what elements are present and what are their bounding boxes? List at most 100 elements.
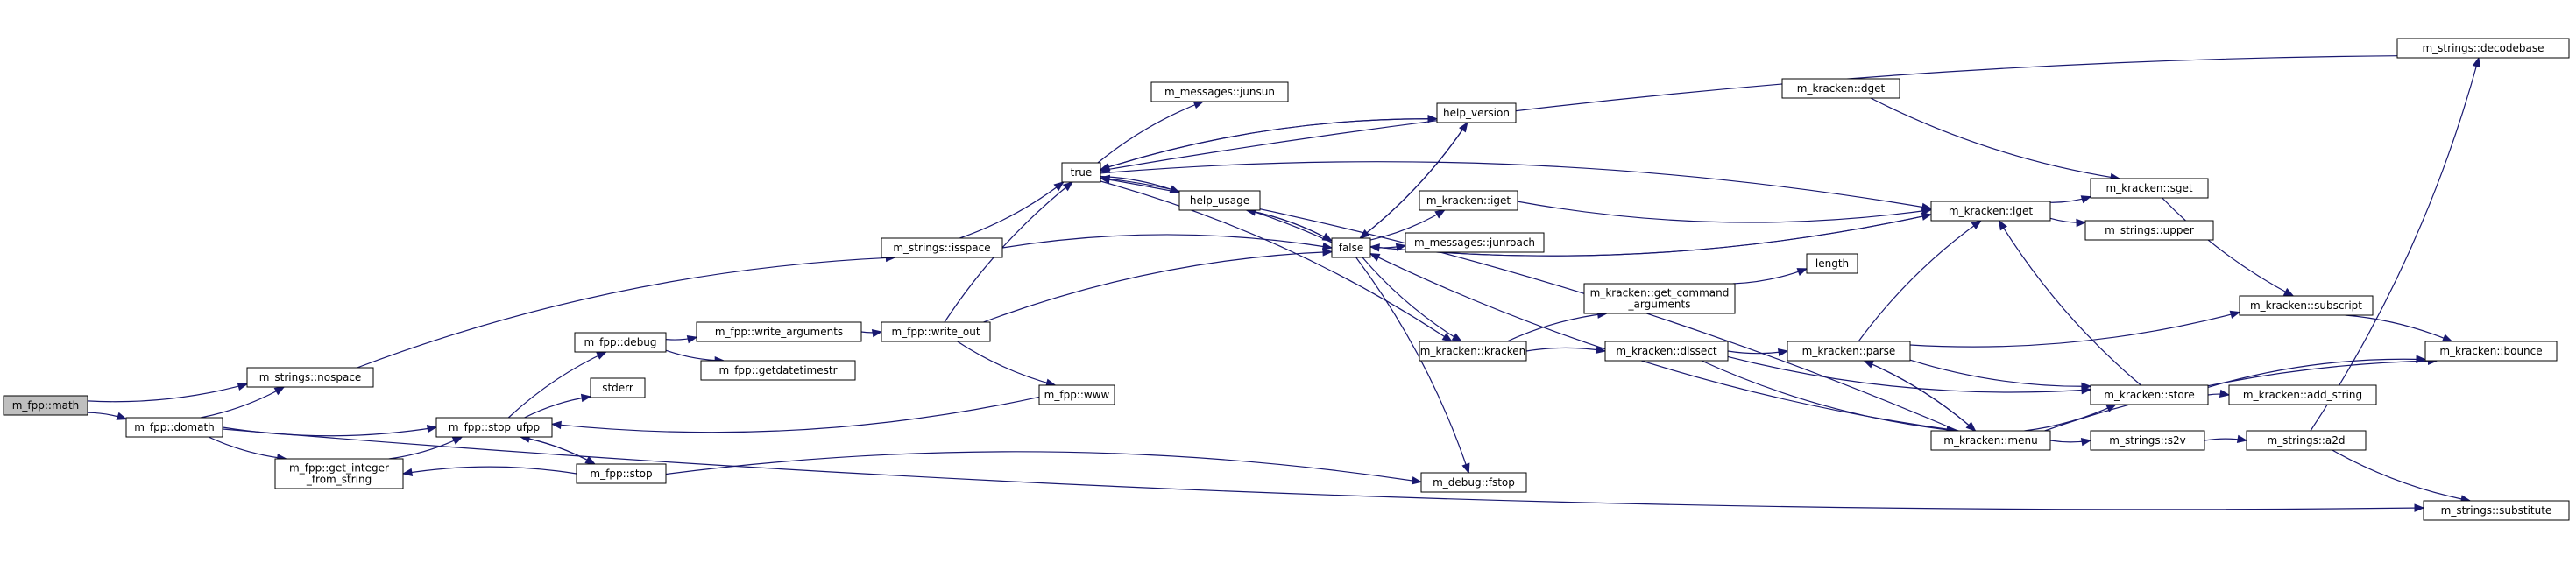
- node-getdatetimestr[interactable]: m_fpp::getdatetimestr: [700, 360, 856, 381]
- node-getcmd[interactable]: m_kracken::get_command_arguments: [1583, 283, 1736, 314]
- node-lget[interactable]: m_kracken::lget: [1930, 201, 2051, 222]
- edge-dissect-to-store: [1727, 355, 2092, 395]
- node-www[interactable]: m_fpp::www: [1038, 384, 1115, 405]
- node-junsun[interactable]: m_messages::junsun: [1150, 81, 1289, 102]
- edge-parse-to-store: [1909, 359, 2092, 391]
- node-write_args[interactable]: m_fpp::write_arguments: [696, 321, 862, 342]
- node-box: [2228, 384, 2377, 405]
- node-decodebase[interactable]: m_strings::decodebase: [2396, 38, 2570, 59]
- node-a2d[interactable]: m_strings::a2d: [2246, 430, 2367, 451]
- node-label: m_kracken::sget: [2105, 182, 2192, 194]
- node-box: [1419, 190, 1518, 211]
- edge-s2v-to-a2d: [2204, 434, 2248, 444]
- edge-help_usage-to-false: [1246, 209, 1334, 242]
- node-box: [2396, 38, 2570, 59]
- node-box: [2423, 500, 2570, 521]
- node-sget[interactable]: m_kracken::sget: [2090, 178, 2209, 199]
- node-debug[interactable]: m_fpp::debug: [574, 332, 667, 353]
- edge-decodebase-to-true: [1099, 55, 2398, 173]
- node-box: [1604, 341, 1729, 362]
- node-dfstop[interactable]: m_debug::fstop: [1420, 472, 1527, 493]
- node-box: [2084, 220, 2214, 241]
- node-s2v[interactable]: m_strings::s2v: [2090, 430, 2205, 451]
- edge-store-to-bounce: [2207, 355, 2427, 388]
- node-upper[interactable]: m_strings::upper: [2084, 220, 2214, 241]
- edge-dget-to-sget: [1870, 97, 2121, 182]
- edge-help_version-to-false: [1359, 122, 1468, 239]
- node-label: m_kracken::dissect: [1616, 345, 1717, 357]
- node-box: [1930, 201, 2051, 222]
- edge-www-to-stop_ufpp: [550, 396, 1040, 433]
- edge-iget-to-lget: [1517, 201, 1933, 223]
- node-label: m_fpp::get_integer: [289, 462, 389, 475]
- edge-debug-to-write_args: [665, 334, 698, 344]
- node-help_version[interactable]: help_version: [1436, 102, 1517, 123]
- node-label: stderr: [602, 382, 633, 394]
- edge-domath-to-getint: [208, 436, 288, 462]
- edge-subscript-to-bounce: [2345, 314, 2453, 342]
- node-getint[interactable]: m_fpp::get_integer_from_string: [274, 458, 404, 489]
- node-label: m_kracken::add_string: [2243, 389, 2362, 401]
- node-label: m_strings::nospace: [259, 371, 362, 383]
- edge-domath-to-stop_ufpp: [222, 424, 438, 437]
- node-label: m_messages::junroach: [1414, 236, 1535, 249]
- node-isspace[interactable]: m_strings::isspace: [881, 237, 1003, 258]
- node-box: [700, 360, 856, 381]
- node-box: [576, 463, 667, 484]
- node-box: [2090, 178, 2209, 199]
- edge-menu-to-false: [1369, 253, 1959, 432]
- node-bounce[interactable]: m_kracken::bounce: [2424, 341, 2558, 362]
- edge-parse-to-lget: [1858, 220, 1982, 342]
- node-box: [1331, 237, 1371, 258]
- edge-false-to-dfstop: [1355, 257, 1470, 475]
- edge-parse-to-subscript: [1909, 310, 2241, 348]
- edge-true-to-kracken: [1100, 180, 1454, 342]
- node-length[interactable]: length: [1806, 253, 1858, 274]
- node-box: [1038, 384, 1115, 405]
- edge-fstop-to-getint: [401, 466, 577, 477]
- node-label: m_strings::isspace: [893, 242, 990, 254]
- node-kracken[interactable]: m_kracken::kracken: [1419, 341, 1527, 362]
- edge-math-to-domath: [87, 412, 128, 420]
- edge-false-to-iget: [1369, 209, 1446, 241]
- node-stop_ufpp[interactable]: m_fpp::stop_ufpp: [435, 417, 553, 438]
- edge-sget-to-subscript: [2162, 197, 2295, 297]
- node-dget[interactable]: m_kracken::dget: [1781, 78, 1900, 99]
- node-menu[interactable]: m_kracken::menu: [1930, 430, 2051, 451]
- node-write_out[interactable]: m_fpp::write_out: [881, 321, 991, 342]
- node-help_usage[interactable]: help_usage: [1178, 190, 1261, 211]
- node-junroach[interactable]: m_messages::junroach: [1405, 232, 1545, 253]
- node-substitute[interactable]: m_strings::substitute: [2423, 500, 2570, 521]
- node-iget[interactable]: m_kracken::iget: [1419, 190, 1518, 211]
- edge-domath-to-substitute: [222, 428, 2425, 512]
- node-label: _from_string: [306, 474, 372, 486]
- node-label: m_fpp::getdatetimestr: [719, 364, 838, 376]
- node-true[interactable]: true: [1061, 162, 1101, 183]
- node-box: [2239, 295, 2374, 316]
- node-subscript[interactable]: m_kracken::subscript: [2239, 295, 2374, 316]
- edge-write_out-to-false: [983, 248, 1334, 323]
- node-box: [696, 321, 862, 342]
- node-label: m_kracken::bounce: [2439, 345, 2542, 357]
- node-math[interactable]: m_fpp::math: [3, 395, 88, 416]
- node-label: m_kracken::lget: [1949, 205, 2033, 217]
- node-label: m_kracken::kracken: [1420, 345, 1525, 357]
- node-fstop[interactable]: m_fpp::stop: [576, 463, 667, 484]
- node-false[interactable]: false: [1331, 237, 1371, 258]
- node-store[interactable]: m_kracken::store: [2090, 384, 2209, 405]
- edge-write_out-to-www: [957, 341, 1057, 387]
- edge-kracken-to-getcmd: [1506, 310, 1609, 342]
- edge-math-to-nospace: [87, 382, 249, 403]
- node-domath[interactable]: m_fpp::domath: [125, 417, 223, 438]
- edge-lget-to-false: [1369, 214, 1932, 257]
- node-stderr[interactable]: stderr: [590, 377, 646, 398]
- node-label: m_kracken::menu: [1943, 434, 2037, 447]
- node-box: [2090, 384, 2209, 405]
- node-box: [1781, 78, 1900, 99]
- node-parse[interactable]: m_kracken::parse: [1787, 341, 1911, 362]
- edge-write_out-to-true: [944, 181, 1074, 323]
- node-dissect[interactable]: m_kracken::dissect: [1604, 341, 1729, 362]
- node-label: m_fpp::debug: [584, 336, 656, 348]
- node-nospace[interactable]: m_strings::nospace: [246, 367, 374, 388]
- node-add_string[interactable]: m_kracken::add_string: [2228, 384, 2377, 405]
